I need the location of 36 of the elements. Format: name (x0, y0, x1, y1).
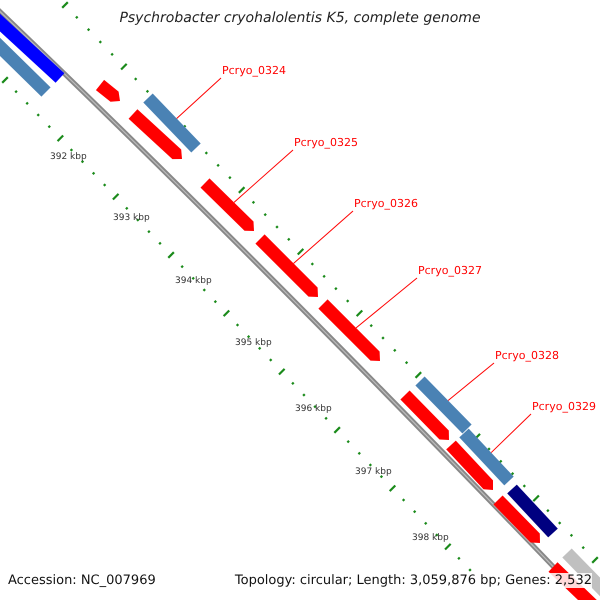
scale-label: 394 kbp (175, 276, 212, 286)
leader-line (293, 210, 354, 264)
leader-line (176, 78, 222, 119)
leader-line (356, 278, 418, 328)
gene-feature (446, 440, 493, 490)
gene-feature (318, 299, 380, 361)
leader-line (234, 150, 294, 203)
gene-feature (493, 496, 540, 543)
gene-feature (507, 484, 558, 538)
scale-label: 396 kbp (295, 404, 332, 414)
gene-feature (96, 80, 120, 102)
gene-feature (255, 234, 318, 297)
gene-feature (128, 109, 182, 160)
gene-label: Pcryo_0328 (495, 349, 559, 362)
gene-feature (143, 94, 201, 152)
scale-label: 395 kbp (235, 338, 272, 348)
scale-label: 398 kbp (412, 533, 449, 543)
gene-label: Pcryo_0326 (354, 197, 418, 210)
title: Psychrobacter cryohalolentis K5, complete genome (118, 10, 482, 26)
scale-label: 393 kbp (113, 213, 150, 223)
gene-feature (459, 428, 514, 486)
leader-line (490, 414, 532, 454)
scale-label: 392 kbp (50, 152, 87, 162)
gene-label: Pcryo_0324 (222, 64, 286, 77)
gene-feature (0, 37, 51, 97)
gene-feature (400, 390, 449, 440)
gene-feature (415, 376, 472, 434)
gene-label: Pcryo_0327 (418, 264, 482, 277)
scale-label: 397 kbp (355, 467, 392, 477)
gene-feature (200, 178, 254, 231)
summary-text: Topology: circular; Length: 3,059,876 bp; Genes: 2,532 (234, 573, 592, 588)
gene-feature (0, 13, 64, 83)
accession-text: Accession: NC_007969 (8, 573, 156, 588)
leader-line (448, 362, 494, 401)
gene-label: Pcryo_0329 (532, 400, 596, 413)
gene-label: Pcryo_0325 (294, 136, 358, 149)
